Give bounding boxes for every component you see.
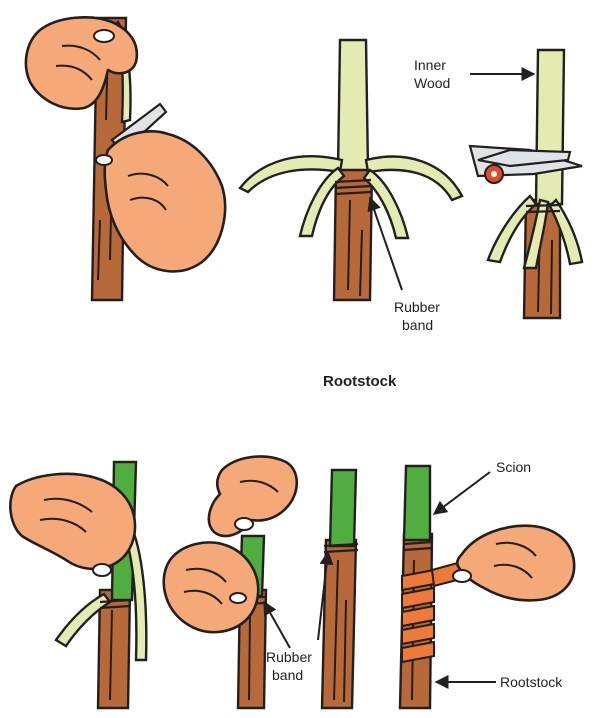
inner-wood-2	[338, 40, 368, 170]
rootstock-label-bottom: Rootstock	[500, 674, 563, 690]
hand-4	[10, 474, 135, 569]
scion-7	[404, 466, 430, 540]
rootstock-caption: Rootstock	[323, 373, 397, 390]
rubber-band-label-bottom-1: Rubber	[266, 649, 312, 665]
step6-finished-graft	[318, 470, 358, 708]
step5-tying-band: Rubber band	[164, 456, 313, 708]
lower-hand-5	[164, 542, 258, 632]
hand-7	[457, 526, 574, 601]
step4-inserting-scion	[10, 462, 146, 708]
rubber-band-label-bottom-2: band	[272, 667, 303, 683]
scion-6	[330, 470, 356, 546]
inner-wood-label-1: Inner	[414, 57, 446, 73]
scion-arrow	[434, 472, 490, 514]
inner-wood-label-2: Wood	[414, 75, 450, 91]
step1-peeling-bark	[26, 17, 225, 300]
rubber-band-arrow-bottom	[264, 602, 290, 648]
rubber-band-label-top-2: band	[402, 317, 433, 333]
tape-wrap	[402, 570, 434, 662]
scion-label: Scion	[496, 459, 531, 475]
inner-wood-3	[536, 50, 564, 204]
rubber-band-label-top-1: Rubber	[394, 299, 440, 315]
step7-wrapping-tape: Scion Rootstock	[400, 459, 574, 708]
